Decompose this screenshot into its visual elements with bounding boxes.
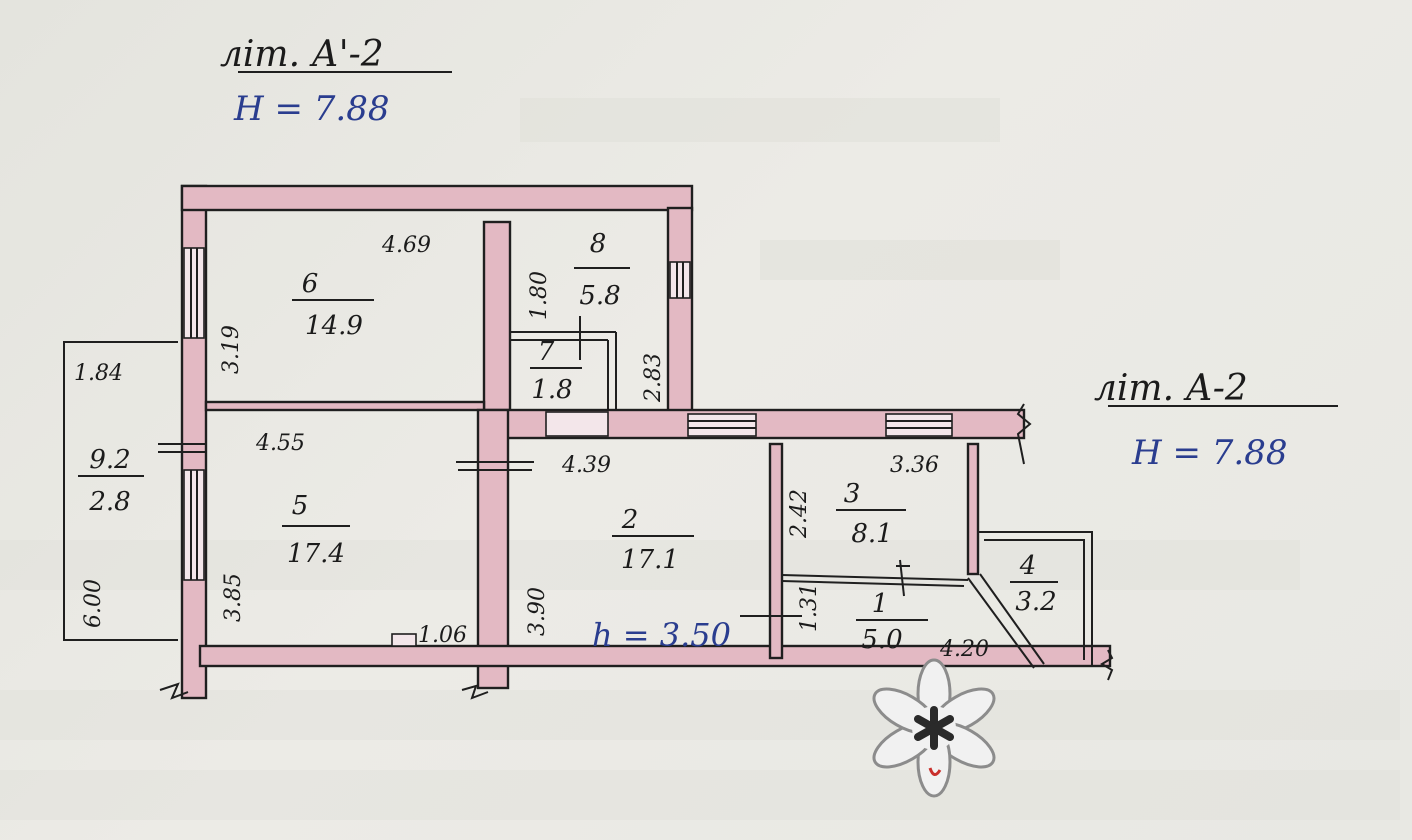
room-number: 5	[292, 491, 309, 521]
dim-3-19: 3.19	[219, 325, 244, 374]
interior-height-label: h = 3.50	[592, 616, 731, 654]
room-area: 14.9	[305, 311, 363, 341]
room-number: 1	[872, 589, 889, 619]
dim-2-83: 2.83	[641, 353, 666, 403]
dim-4-20: 4.20	[939, 637, 989, 662]
room-5: 5 17.4	[282, 491, 350, 569]
dim-4-55: 4.55	[255, 431, 305, 456]
room-area: 5.0	[861, 625, 902, 655]
room-1: 1 5.0	[856, 589, 928, 655]
room-8: 8 5.8	[574, 229, 630, 311]
height-right-label: H = 7.88	[1131, 433, 1287, 473]
height-top-label: H = 7.88	[233, 89, 389, 129]
windows	[183, 247, 953, 581]
room-7: 7 1.8	[530, 337, 582, 405]
room-area: 1.8	[531, 375, 572, 405]
dim-1-80: 1.80	[527, 271, 552, 320]
dim-3-85: 3.85	[221, 573, 246, 622]
room-4: 4 3.2	[1010, 551, 1058, 617]
room-number: 4	[1019, 551, 1037, 581]
room-number: 7	[538, 337, 555, 367]
dim-3-36: 3.36	[890, 453, 939, 478]
room-number: 2	[621, 505, 639, 535]
dim-1-06: 1.06	[418, 623, 467, 648]
room-area: 5.8	[579, 281, 620, 311]
dim-4-39: 4.39	[561, 453, 611, 478]
room-number: 9.2	[89, 445, 130, 475]
room-area: 17.4	[287, 539, 345, 569]
dim-1-84: 1.84	[74, 361, 123, 386]
room-3: 3 8.1	[836, 479, 906, 549]
room-number: 6	[302, 269, 319, 299]
dim-1-31: 1.31	[797, 583, 822, 632]
dim-2-42: 2.42	[787, 489, 812, 539]
room-6: 6 14.9	[292, 269, 374, 341]
dimensions: 4.69 3.19 1.80 2.83 1.84 4.55 6.00 3.85 …	[74, 233, 989, 662]
room-number: 3	[844, 479, 861, 509]
background-printthrough	[0, 98, 1400, 820]
break-lines	[159, 403, 1114, 700]
room-area: 3.2	[1015, 587, 1056, 617]
door-marks	[158, 316, 910, 617]
dim-3-90: 3.90	[525, 587, 550, 636]
room-area: 17.1	[621, 545, 679, 575]
balcony: 9.2 2.8	[78, 445, 144, 517]
lit-right-label: літ. А-2	[1094, 368, 1248, 409]
room-number: 8	[590, 229, 607, 259]
dim-6-00: 6.00	[81, 579, 106, 628]
room-2: 2 17.1	[612, 505, 694, 575]
room-area: 8.1	[851, 519, 892, 549]
asterisk-flower-watermark-icon	[872, 658, 996, 798]
lit-top-label: літ. А'-2	[220, 34, 384, 75]
dim-4-69: 4.69	[381, 233, 431, 258]
room-area: 2.8	[88, 487, 130, 517]
